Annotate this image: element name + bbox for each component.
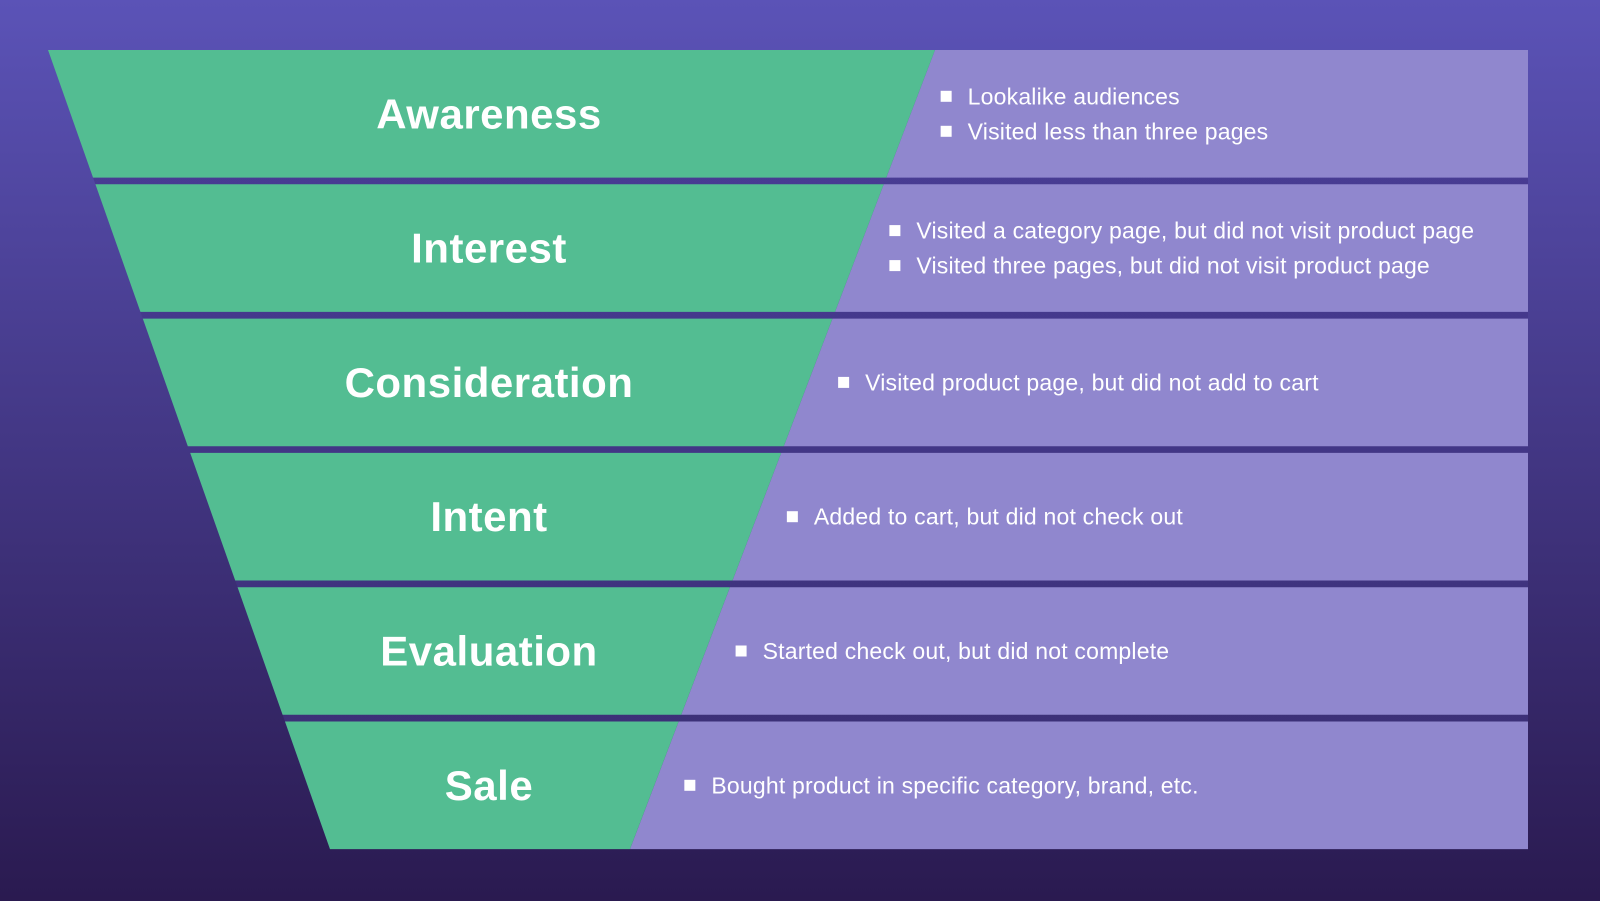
funnel-stage-shape (142, 318, 833, 447)
stage-bullet-text: Lookalike audiences (968, 83, 1180, 109)
stage-detail-panel (886, 50, 1528, 178)
funnel-stage-shape (95, 184, 884, 312)
stage-title: Evaluation (380, 628, 597, 675)
bullet-square-icon (940, 90, 952, 102)
stage-detail-panel (835, 184, 1528, 312)
stage-bullet-text: Visited less than three pages (968, 118, 1269, 144)
funnel-stage-shape (190, 452, 782, 581)
stage-title: Sale (445, 762, 533, 809)
stage-bullet-text: Bought product in specific category, bra… (711, 772, 1198, 798)
stage-bullet-text: Started check out, but did not complete (763, 638, 1170, 664)
bullet-square-icon (735, 645, 747, 657)
funnel-stage-shape (48, 50, 935, 178)
stage-title: Consideration (345, 359, 634, 406)
stage-bullet-text: Visited three pages, but did not visit p… (916, 253, 1430, 279)
stage-detail-panel (732, 452, 1528, 581)
funnel-stage-shape (284, 721, 679, 850)
bullet-square-icon (889, 225, 901, 237)
stage-title: Awareness (376, 90, 602, 137)
bullet-square-icon (838, 376, 850, 388)
bullet-square-icon (684, 779, 696, 791)
bullet-square-icon (940, 125, 952, 137)
stage-detail-panel (629, 721, 1528, 850)
funnel-stage-shape (237, 587, 730, 715)
bullet-square-icon (889, 260, 901, 272)
stage-bullet-text: Visited a category page, but did not vis… (916, 218, 1474, 244)
bullet-square-icon (786, 511, 798, 523)
stage-detail-panel (681, 587, 1528, 715)
stage-detail-panel (783, 318, 1528, 447)
stage-bullet-text: Visited product page, but did not add to… (865, 369, 1319, 395)
stage-bullet-text: Added to cart, but did not check out (814, 504, 1183, 530)
stage-title: Intent (430, 493, 547, 540)
stage-title: Interest (411, 225, 567, 272)
